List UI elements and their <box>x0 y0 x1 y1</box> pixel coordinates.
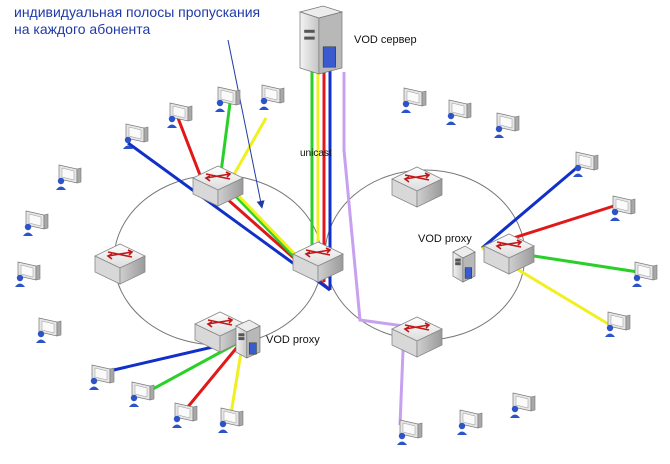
subscriber-workstation-icon <box>632 261 658 287</box>
subscriber-workstation-icon <box>457 409 483 435</box>
subscriber-workstation-icon <box>610 195 636 221</box>
subscriber-workstation-icon <box>15 261 41 287</box>
vod-server-label: VOD сервер <box>354 34 417 46</box>
subscriber-link-red-3 <box>180 339 245 415</box>
vod-server-icon <box>298 5 344 75</box>
vod-proxy-right-icon <box>452 245 476 283</box>
subscriber-workstation-icon <box>167 102 193 128</box>
subscriber-workstation-icon <box>494 112 520 138</box>
unicast-label: unicast <box>300 148 332 159</box>
subscriber-workstation-icon <box>259 84 285 110</box>
vod-proxy-bottom-icon <box>235 319 261 359</box>
multicast-link-lavender <box>342 72 406 426</box>
subscriber-workstation-icon <box>56 164 82 190</box>
subscriber-workstation-icon <box>36 317 62 343</box>
switch-bottom-right <box>391 316 443 358</box>
subscriber-workstation-icon <box>573 151 599 177</box>
subscriber-workstation-icon <box>510 392 536 418</box>
caption-line-1: индивидуальная полосы пропускания <box>14 4 261 20</box>
subscriber-workstation-icon <box>23 210 49 236</box>
caption-arrow <box>227 39 265 209</box>
vod-proxy-bottom-label: VOD proxy <box>266 334 320 346</box>
switch-top-left <box>192 165 244 207</box>
subscriber-workstation-icon <box>89 364 115 390</box>
subscriber-link-blue-2 <box>481 163 581 250</box>
subscriber-workstation-icon <box>215 86 241 112</box>
switch-top-right <box>391 166 443 208</box>
subscriber-workstation-icon <box>129 381 155 407</box>
subscriber-workstation-icon <box>123 123 149 149</box>
subscriber-workstation-icon <box>397 419 423 445</box>
switch-core <box>292 241 344 283</box>
subscriber-workstation-icon <box>218 407 244 433</box>
switch-left <box>94 243 146 285</box>
subscriber-workstation-icon <box>172 402 198 428</box>
subscriber-workstation-icon <box>446 99 472 125</box>
subscriber-workstation-icon <box>401 87 427 113</box>
switch-right <box>483 233 535 275</box>
subscriber-workstation-icon <box>605 311 631 337</box>
vod-proxy-right-label: VOD proxy <box>418 233 472 245</box>
caption-line-2: на каждого абонента <box>14 21 151 37</box>
diagram-caption: индивидуальная полосы пропускания на каж… <box>14 4 260 38</box>
